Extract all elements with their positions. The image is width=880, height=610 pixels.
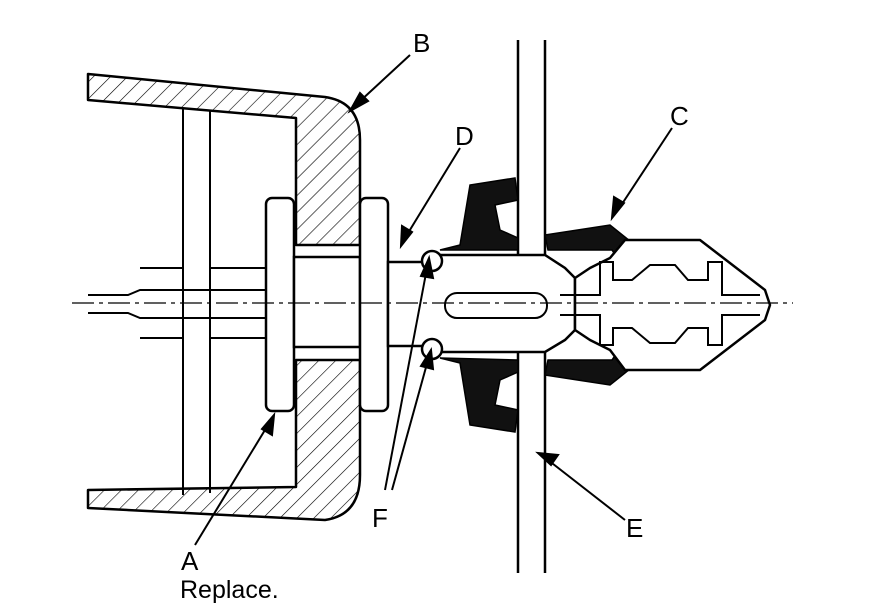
fastener-detail: [560, 261, 760, 346]
callout-f: F: [372, 503, 388, 533]
leader-lines: [194, 54, 673, 546]
inner-ribs: [88, 108, 266, 495]
callout-e: E: [626, 513, 643, 543]
fastener-body: [573, 238, 772, 372]
replace-note: Replace.: [180, 576, 279, 604]
grommet-flange-2: [358, 196, 390, 413]
center-slot: [444, 292, 548, 319]
callout-d: D: [455, 121, 474, 151]
callout-c: C: [670, 101, 689, 131]
grommet-flange-a: [264, 196, 296, 413]
grommet-seal: [439, 177, 519, 433]
clip-c: [544, 224, 641, 386]
callout-a: A: [181, 546, 199, 576]
callout-b: B: [413, 28, 430, 58]
grommet-shaft: [292, 255, 362, 349]
housing-b: [86, 72, 362, 522]
